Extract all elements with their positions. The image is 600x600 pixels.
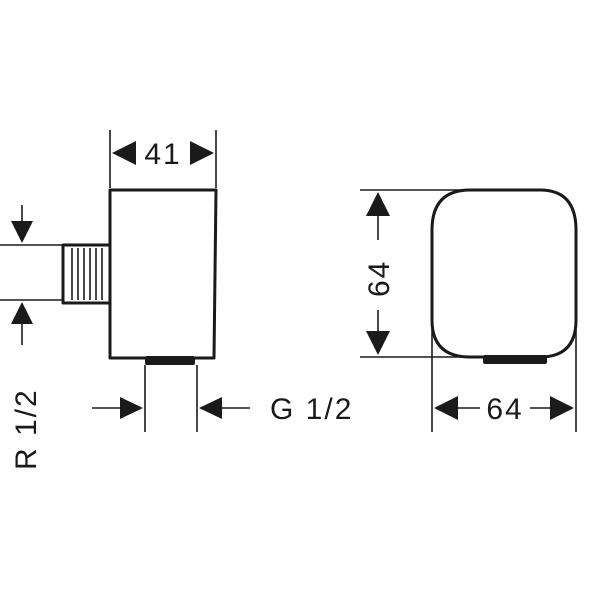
height-arrow-bottom: [366, 331, 390, 355]
dimension-inlet-thread: R 1/2: [0, 205, 62, 470]
front-bottom-outlet: [483, 355, 547, 364]
inlet-arrow-bottom: [11, 302, 33, 324]
depth-value: 41: [144, 138, 181, 171]
side-view: [61, 188, 218, 365]
inlet-thread-value: R 1/2: [10, 388, 43, 470]
width-arrow-right: [550, 396, 574, 420]
depth-arrow-right: [190, 141, 214, 165]
front-body-outline: [430, 188, 578, 359]
outlet-thread-value: G 1/2: [270, 393, 353, 426]
height-value: 64: [363, 260, 396, 297]
dimension-outlet-thread: G 1/2: [92, 365, 353, 432]
dimension-depth: 41: [109, 130, 217, 188]
inlet-arrow-top: [11, 221, 33, 243]
dimension-width: 64: [431, 330, 577, 432]
side-bottom-outlet: [145, 356, 195, 365]
front-view: [430, 188, 578, 364]
width-arrow-left: [434, 396, 458, 420]
height-arrow-top: [366, 192, 390, 216]
width-value: 64: [486, 393, 523, 426]
side-thread-lines: [71, 248, 103, 300]
depth-arrow-left: [112, 141, 136, 165]
side-body-outline: [108, 188, 218, 360]
outlet-arrow-left: [120, 397, 143, 419]
dimension-height: 64: [360, 189, 468, 358]
outlet-arrow-right: [199, 397, 222, 419]
side-threaded-inlet: [61, 243, 112, 305]
